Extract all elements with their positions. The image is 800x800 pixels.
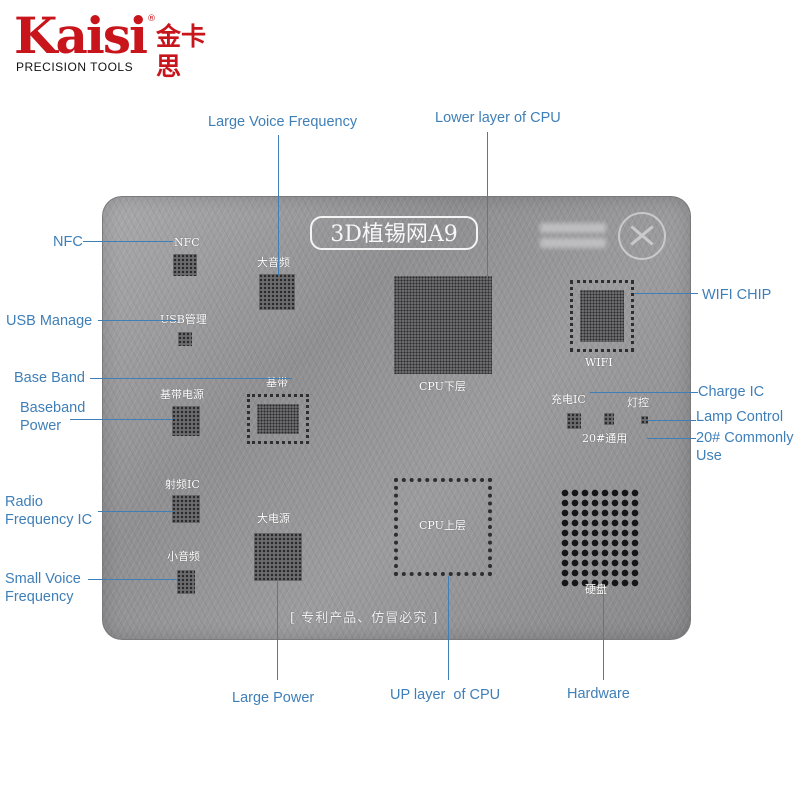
plate-label-charge: 充电IC: [551, 393, 586, 406]
leader-lamp: [648, 420, 696, 421]
radio-pad: [172, 495, 200, 523]
wifi-pad: [580, 290, 624, 342]
leader-hardware: [603, 588, 604, 680]
leader-usb: [98, 320, 178, 321]
callout-usb-manage: USB Manage: [6, 313, 93, 329]
leader-charge: [590, 392, 698, 393]
leader-radio: [98, 511, 173, 512]
plate-label-radio: 射频IC: [165, 478, 200, 491]
plate-badge-icon: [618, 212, 666, 260]
callout-hardware: Hardware: [567, 686, 630, 702]
callout-up-cpu: UP layer of CPU: [390, 687, 501, 703]
kaisi-logo: Kaisi ® 金卡思 PRECISION TOOLS: [14, 6, 224, 82]
baseband-outer-frame: [247, 394, 309, 444]
plate-label-lamp: 灯控: [627, 396, 649, 409]
plate-label-nfc: NFC: [174, 236, 200, 249]
logo-registered-mark: ®: [147, 14, 156, 24]
cpu-lower-pad: [394, 276, 492, 374]
logo-tagline: PRECISION TOOLS: [16, 60, 134, 74]
leader-small-voice: [88, 579, 177, 580]
callout-lower-cpu: Lower layer of CPU: [435, 110, 561, 126]
plate-label-usb: USB管理: [160, 313, 207, 326]
wifi-frame: [570, 280, 634, 352]
usb-pad: [178, 332, 192, 346]
plate-title: 3D植锡网A9: [310, 216, 478, 250]
leader-up-cpu: [448, 576, 449, 680]
callout-radio-frequency: Radio Frequency IC: [5, 494, 93, 528]
charge-pad: [567, 413, 581, 429]
leader-lower-cpu: [487, 132, 488, 278]
callout-large-power: Large Power: [232, 690, 315, 706]
baseband-power-pad: [172, 406, 200, 436]
large-voice-pad: [259, 274, 295, 310]
plate-label-baseband: 基带: [266, 376, 288, 389]
small-voice-pad: [177, 570, 195, 594]
baseband-pad: [257, 404, 299, 434]
common-pad: [604, 413, 614, 425]
plate-label-cpu-lower: CPU下层: [419, 380, 466, 393]
plate-label-small-voice: 小音频: [167, 550, 200, 563]
leader-large-voice: [278, 135, 279, 275]
callout-nfc: NFC: [53, 234, 83, 250]
plate-label-large-power: 大电源: [257, 512, 290, 525]
blurred-marking: [540, 218, 606, 252]
callout-wifi-chip: WIFI CHIP: [702, 287, 772, 303]
plate-footer-text: [ 专利产品、仿冒必究 ]: [290, 611, 439, 626]
callout-base-band: Base Band: [14, 370, 85, 386]
leader-baseband: [90, 378, 292, 379]
callout-commonly-use: 20# Commonly Use: [696, 430, 794, 464]
lamp-pad: [641, 416, 648, 424]
callout-lamp-control: Lamp Control: [696, 409, 784, 425]
plate-label-large-voice: 大音频: [257, 256, 290, 269]
plate-label-cpu-upper: CPU上层: [419, 519, 466, 532]
cpu-upper-frame: [394, 478, 492, 576]
callout-baseband-power: Baseband Power: [20, 400, 86, 434]
leader-baseband-power: [70, 419, 173, 420]
large-power-pad: [254, 533, 302, 581]
callout-large-voice: Large Voice Frequency: [208, 114, 358, 130]
nfc-pad: [173, 254, 197, 276]
plate-label-hdd: 硬盘: [585, 583, 607, 596]
callout-small-voice: Small Voice Frequency: [5, 571, 81, 605]
plate-label-wifi: WIFI: [585, 356, 613, 369]
plate-label-baseband-power: 基带电源: [160, 388, 204, 401]
plate-label-common: 20#通用: [582, 432, 628, 445]
leader-nfc: [83, 241, 173, 242]
logo-wordmark: Kaisi: [14, 6, 148, 65]
hardware-hole-grid: [560, 488, 640, 588]
leader-large-power: [277, 580, 278, 680]
leader-wifi: [634, 293, 698, 294]
leader-common: [647, 438, 696, 439]
logo-chinese-name: 金卡思: [156, 22, 207, 81]
callout-charge-ic: Charge IC: [698, 384, 765, 400]
